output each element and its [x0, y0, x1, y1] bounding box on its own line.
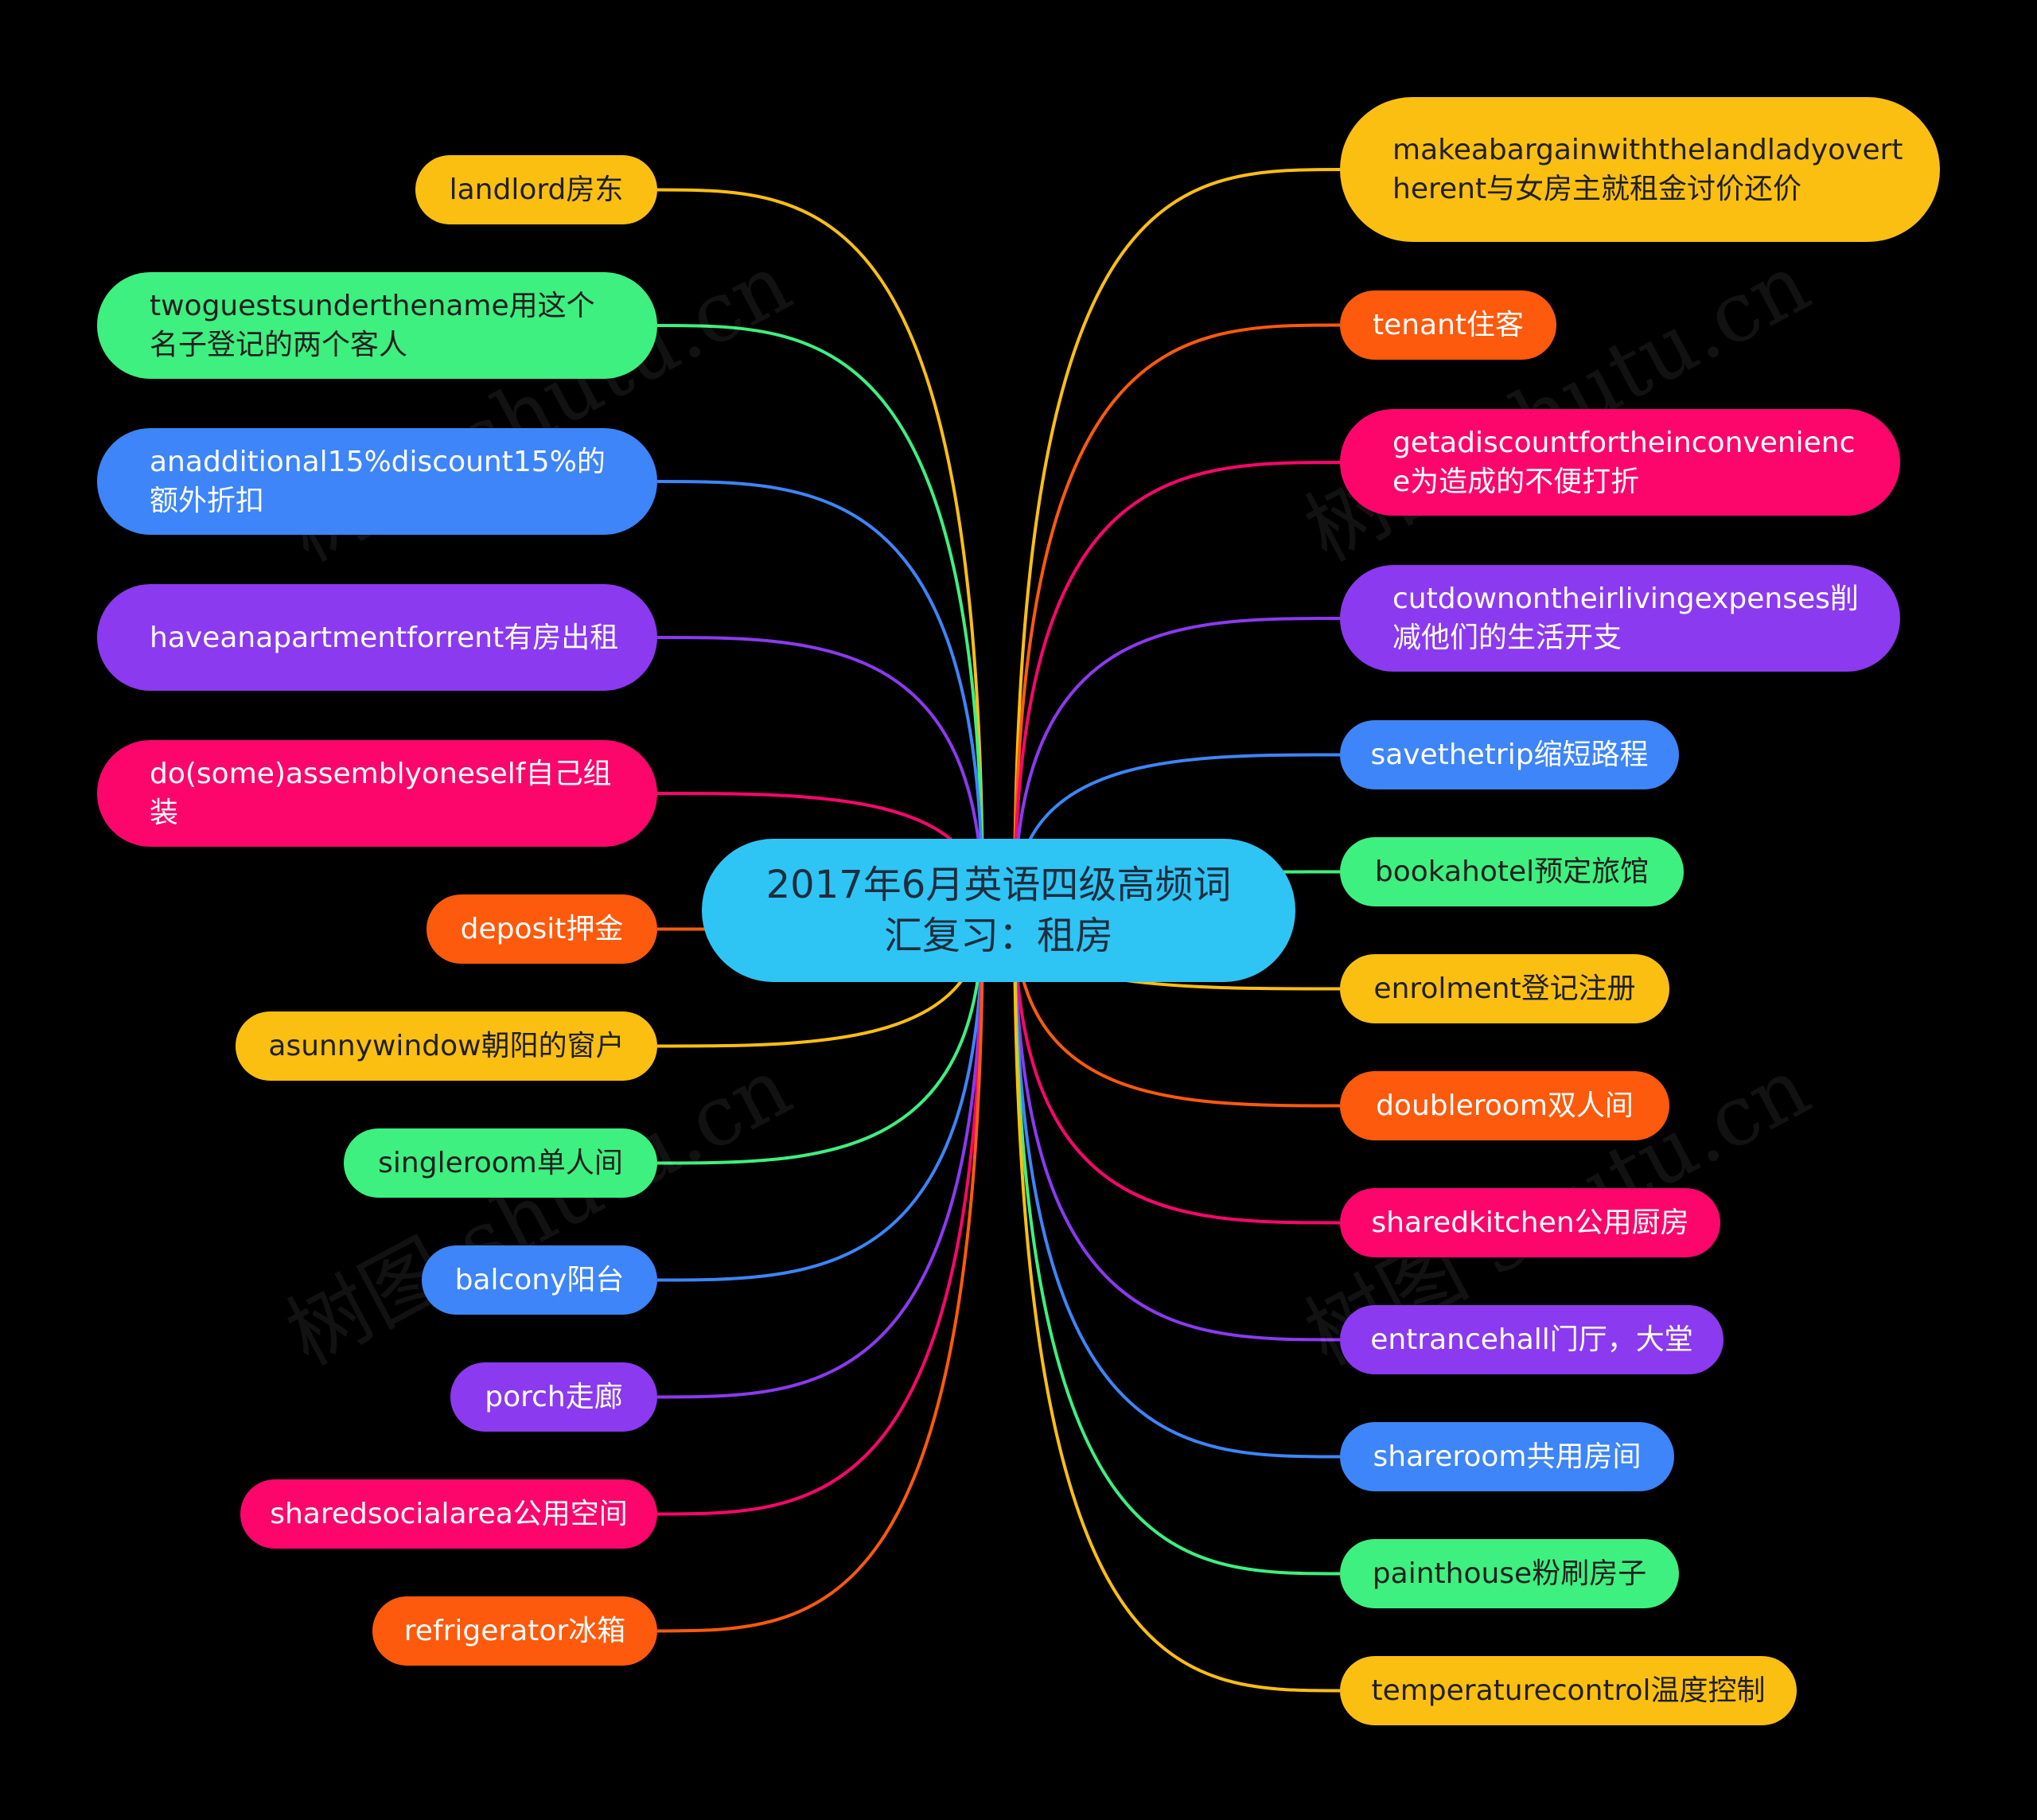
connector-left-1 — [656, 188, 984, 911]
right-topic-2[interactable]: tenant住客 — [1340, 290, 1556, 360]
connector-left-4 — [656, 636, 984, 911]
right-topic-1[interactable]: makeabargainwiththelandladyovertherent与女… — [1340, 97, 1940, 242]
connector-left-10 — [656, 910, 984, 1399]
right-topic-8[interactable]: doubleroom双人间 — [1340, 1071, 1669, 1140]
left-topic-5[interactable]: do(some)assemblyoneself自己组装 — [97, 740, 657, 847]
left-topic-3[interactable]: anadditional15%discount15%的额外折扣 — [97, 428, 657, 535]
left-topic-7[interactable]: asunnywindow朝阳的窗户 — [236, 1011, 657, 1081]
right-topic-6[interactable]: bookahotel预定旅馆 — [1340, 837, 1684, 906]
connector-right-1 — [1013, 168, 1341, 911]
left-topic-9[interactable]: balcony阳台 — [422, 1245, 657, 1315]
left-topic-6[interactable]: deposit押金 — [426, 894, 657, 964]
connector-right-4 — [1013, 617, 1341, 911]
connector-right-13 — [1013, 910, 1341, 1693]
left-topic-11[interactable]: sharedsocialarea公用空间 — [240, 1479, 657, 1549]
connector-left-9 — [656, 910, 984, 1282]
left-topic-1[interactable]: landlord房东 — [415, 155, 657, 224]
connector-right-11 — [1013, 910, 1341, 1459]
right-topic-10[interactable]: entrancehall门厅，大堂 — [1340, 1305, 1723, 1374]
left-topic-2[interactable]: twoguestsunderthename用这个名子登记的两个客人 — [97, 272, 657, 379]
connector-right-12 — [1013, 910, 1341, 1576]
connector-right-3 — [1013, 461, 1341, 911]
connector-left-3 — [656, 480, 984, 911]
root-topic[interactable]: 2017年6月英语四级高频词汇复习：租房 — [702, 839, 1295, 982]
connector-right-9 — [1013, 910, 1341, 1225]
connector-right-2 — [1013, 323, 1341, 911]
connector-right-10 — [1013, 910, 1341, 1342]
right-topic-4[interactable]: cutdownontheirlivingexpenses削减他们的生活开支 — [1340, 565, 1900, 672]
left-topic-12[interactable]: refrigerator冰箱 — [372, 1596, 657, 1666]
left-topic-4[interactable]: haveanapartmentforrent有房出租 — [97, 584, 657, 691]
left-topic-10[interactable]: porch走廊 — [450, 1362, 657, 1432]
left-topic-8[interactable]: singleroom单人间 — [344, 1128, 657, 1198]
connector-left-11 — [656, 910, 984, 1516]
connector-left-2 — [656, 324, 984, 911]
connector-left-8 — [656, 910, 984, 1165]
right-topic-5[interactable]: savethetrip缩短路程 — [1340, 720, 1679, 789]
right-topic-12[interactable]: painthouse粉刷房子 — [1340, 1539, 1679, 1608]
connector-left-12 — [656, 910, 984, 1633]
right-topic-11[interactable]: shareroom共用房间 — [1340, 1422, 1674, 1491]
right-topic-3[interactable]: getadiscountfortheinconvenience为造成的不便打折 — [1340, 409, 1900, 516]
right-topic-7[interactable]: enrolment登记注册 — [1340, 954, 1669, 1023]
right-topic-13[interactable]: temperaturecontrol温度控制 — [1340, 1656, 1797, 1725]
right-topic-9[interactable]: sharedkitchen公用厨房 — [1340, 1188, 1720, 1257]
